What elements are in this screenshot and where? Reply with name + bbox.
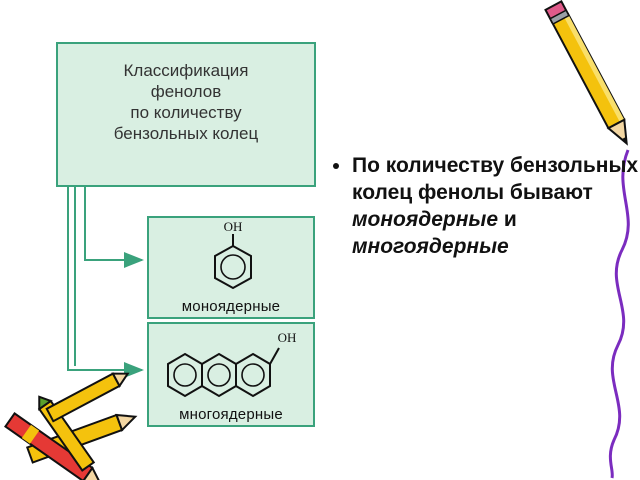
- poly-oh-label: OH: [278, 330, 297, 345]
- term-mononuclear: моноядерные: [352, 208, 499, 231]
- polynuclear-box: OH многоядерные: [147, 322, 315, 427]
- classification-title-box: Классификация фенолов по количеству бенз…: [56, 42, 316, 187]
- bullet-conjunction: и: [503, 208, 517, 231]
- title-line-3: по количеству: [130, 103, 242, 122]
- mononuclear-box: OH моноядерные: [147, 216, 315, 319]
- bullet-list: По количеству бензольных колец фенолы бы…: [324, 152, 640, 260]
- title-line-2: фенолов: [150, 82, 222, 101]
- phenol-structure: OH: [214, 219, 252, 290]
- mono-oh-label: OH: [224, 219, 243, 234]
- bullet-text: По количеству бензольных колец фенолы бы…: [352, 154, 639, 204]
- title-line-4: бензольных колец: [113, 124, 259, 143]
- classification-title: Классификация фенолов по количеству бенз…: [58, 60, 314, 144]
- mononuclear-label: моноядерные: [181, 298, 281, 315]
- title-line-1: Классификация: [123, 61, 249, 80]
- term-polynuclear: многоядерные: [352, 235, 509, 258]
- anthrol-structure: OH: [167, 330, 297, 398]
- bullet-item: По количеству бензольных колец фенолы бы…: [352, 152, 640, 260]
- polynuclear-label: многоядерные: [179, 406, 283, 423]
